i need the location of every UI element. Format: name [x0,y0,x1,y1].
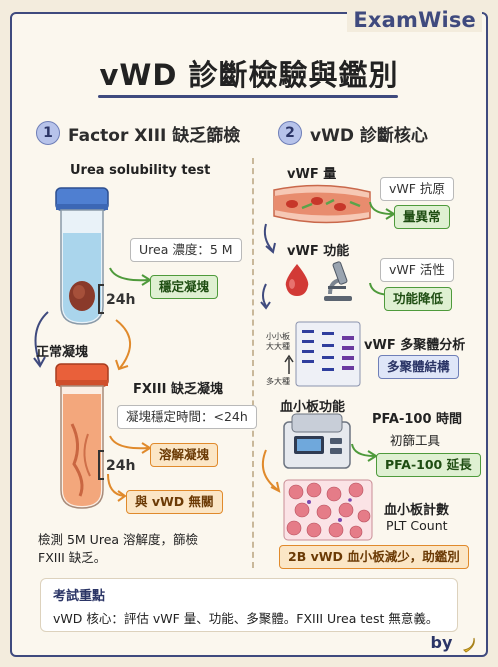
banana-icon [462,637,475,653]
time-bracket-bottom [98,450,104,480]
arrow-function-to-gel [260,283,271,310]
section-2-title: vWD 診斷核心 [310,125,428,146]
urea-desc-line-2: FXIII 缺乏。 [38,550,107,565]
vwf-antigen-box: vWF 抗原 [380,177,454,201]
stable-clot-box: 穩定凝塊 [150,275,219,299]
normal-clot-label: 正常凝塊 [36,345,89,360]
title-underline [98,95,398,98]
arrow-to-dissolved [109,435,152,454]
arrow-amount-to-function [263,223,276,254]
fxiii-deficient-clot-label: FXIII 缺乏凝塊 [133,382,223,397]
function-decreased-box: 功能降低 [384,287,453,311]
brand-logo: ExamWise [347,8,482,32]
exam-key-points-title: 考試重點 [53,589,106,604]
page-title: vWD 診斷檢驗與鑑別 [99,58,399,92]
section-1-number: 1 [36,121,60,145]
multimer-gel-icon [295,321,361,387]
exam-key-points-text: vWD 核心：評估 vWF 量、功能、多聚體。FXIII Urea test 無… [53,611,439,626]
gel-small-label: 小小板 大大種 [266,332,290,352]
section-2-number: 2 [278,121,302,145]
vwf-function-label: vWF 功能 [287,244,350,259]
section-1-title: Factor XIII 缺乏篩檢 [68,125,241,146]
gel-small-text: 小小板 [266,332,290,341]
gel-direction-arrow [284,354,294,374]
unrelated-to-vwd-box: 與 vWD 無關 [126,490,223,514]
microscope-icon [324,261,352,301]
section-1-header: 1 Factor XIII 缺乏篩檢 [36,120,240,146]
multimer-analysis-label: vWF 多聚體分析 [364,338,466,353]
blood-drop-icon [285,264,309,296]
arrow-to-stable-clot [109,267,152,286]
arrow-right-down [115,319,131,371]
platelet-smear-icon [283,479,373,541]
platelet-function-label: 血小板功能 [280,400,346,415]
platelet-count-en-label: PLT Count [386,518,448,533]
time-bracket-top [98,284,104,314]
quantity-abnormal-box: 量異常 [394,205,450,229]
byline: by [430,633,476,653]
screening-tool-label: 初篩工具 [390,433,441,448]
arrow-left-down [33,311,49,368]
gel-large-text: 大大種 [266,342,290,351]
hours-label-bottom: 24h [106,458,136,474]
urea-concentration-box: Urea 濃度：5 M [130,238,242,262]
gel-many-label: 多大種 [266,377,290,386]
byline-text: by [430,633,453,652]
column-divider [252,158,254,568]
multimer-structure-box: 多聚體結構 [378,355,459,379]
pfa-time-label: PFA-100 時間 [372,412,463,427]
arrow-to-platelet-count [262,449,281,493]
fxiii-deficient-tube-icon [55,363,109,509]
vwf-amount-label: vWF 量 [287,167,337,182]
pfa-prolonged-box: PFA-100 延長 [376,453,481,477]
dissolved-clot-box: 溶解凝塊 [150,443,219,467]
platelet-count-label: 血小板計數 [384,503,450,518]
normal-clot-tube-icon [55,187,109,325]
exam-key-points: 考試重點 vWD 核心：評估 vWF 量、功能、多聚體。FXIII Urea t… [40,578,458,632]
pfa-100-device-icon [283,413,351,469]
urea-desc-line-1: 檢測 5M Urea 溶解度，篩檢 [38,532,199,547]
urea-test-label: Urea solubility test [70,163,211,178]
arrow-to-unrelated [107,473,127,502]
blood-vessel-icon [273,184,371,224]
type-2b-box: 2B vWD 血小板減少，助鑑別 [279,545,469,569]
hours-label-top: 24h [106,292,136,308]
section-2-header: 2 vWD 診斷核心 [278,120,428,146]
clot-stable-time-box: 凝塊穩定時間：<24h [117,405,257,429]
vwf-activity-box: vWF 活性 [380,258,454,282]
